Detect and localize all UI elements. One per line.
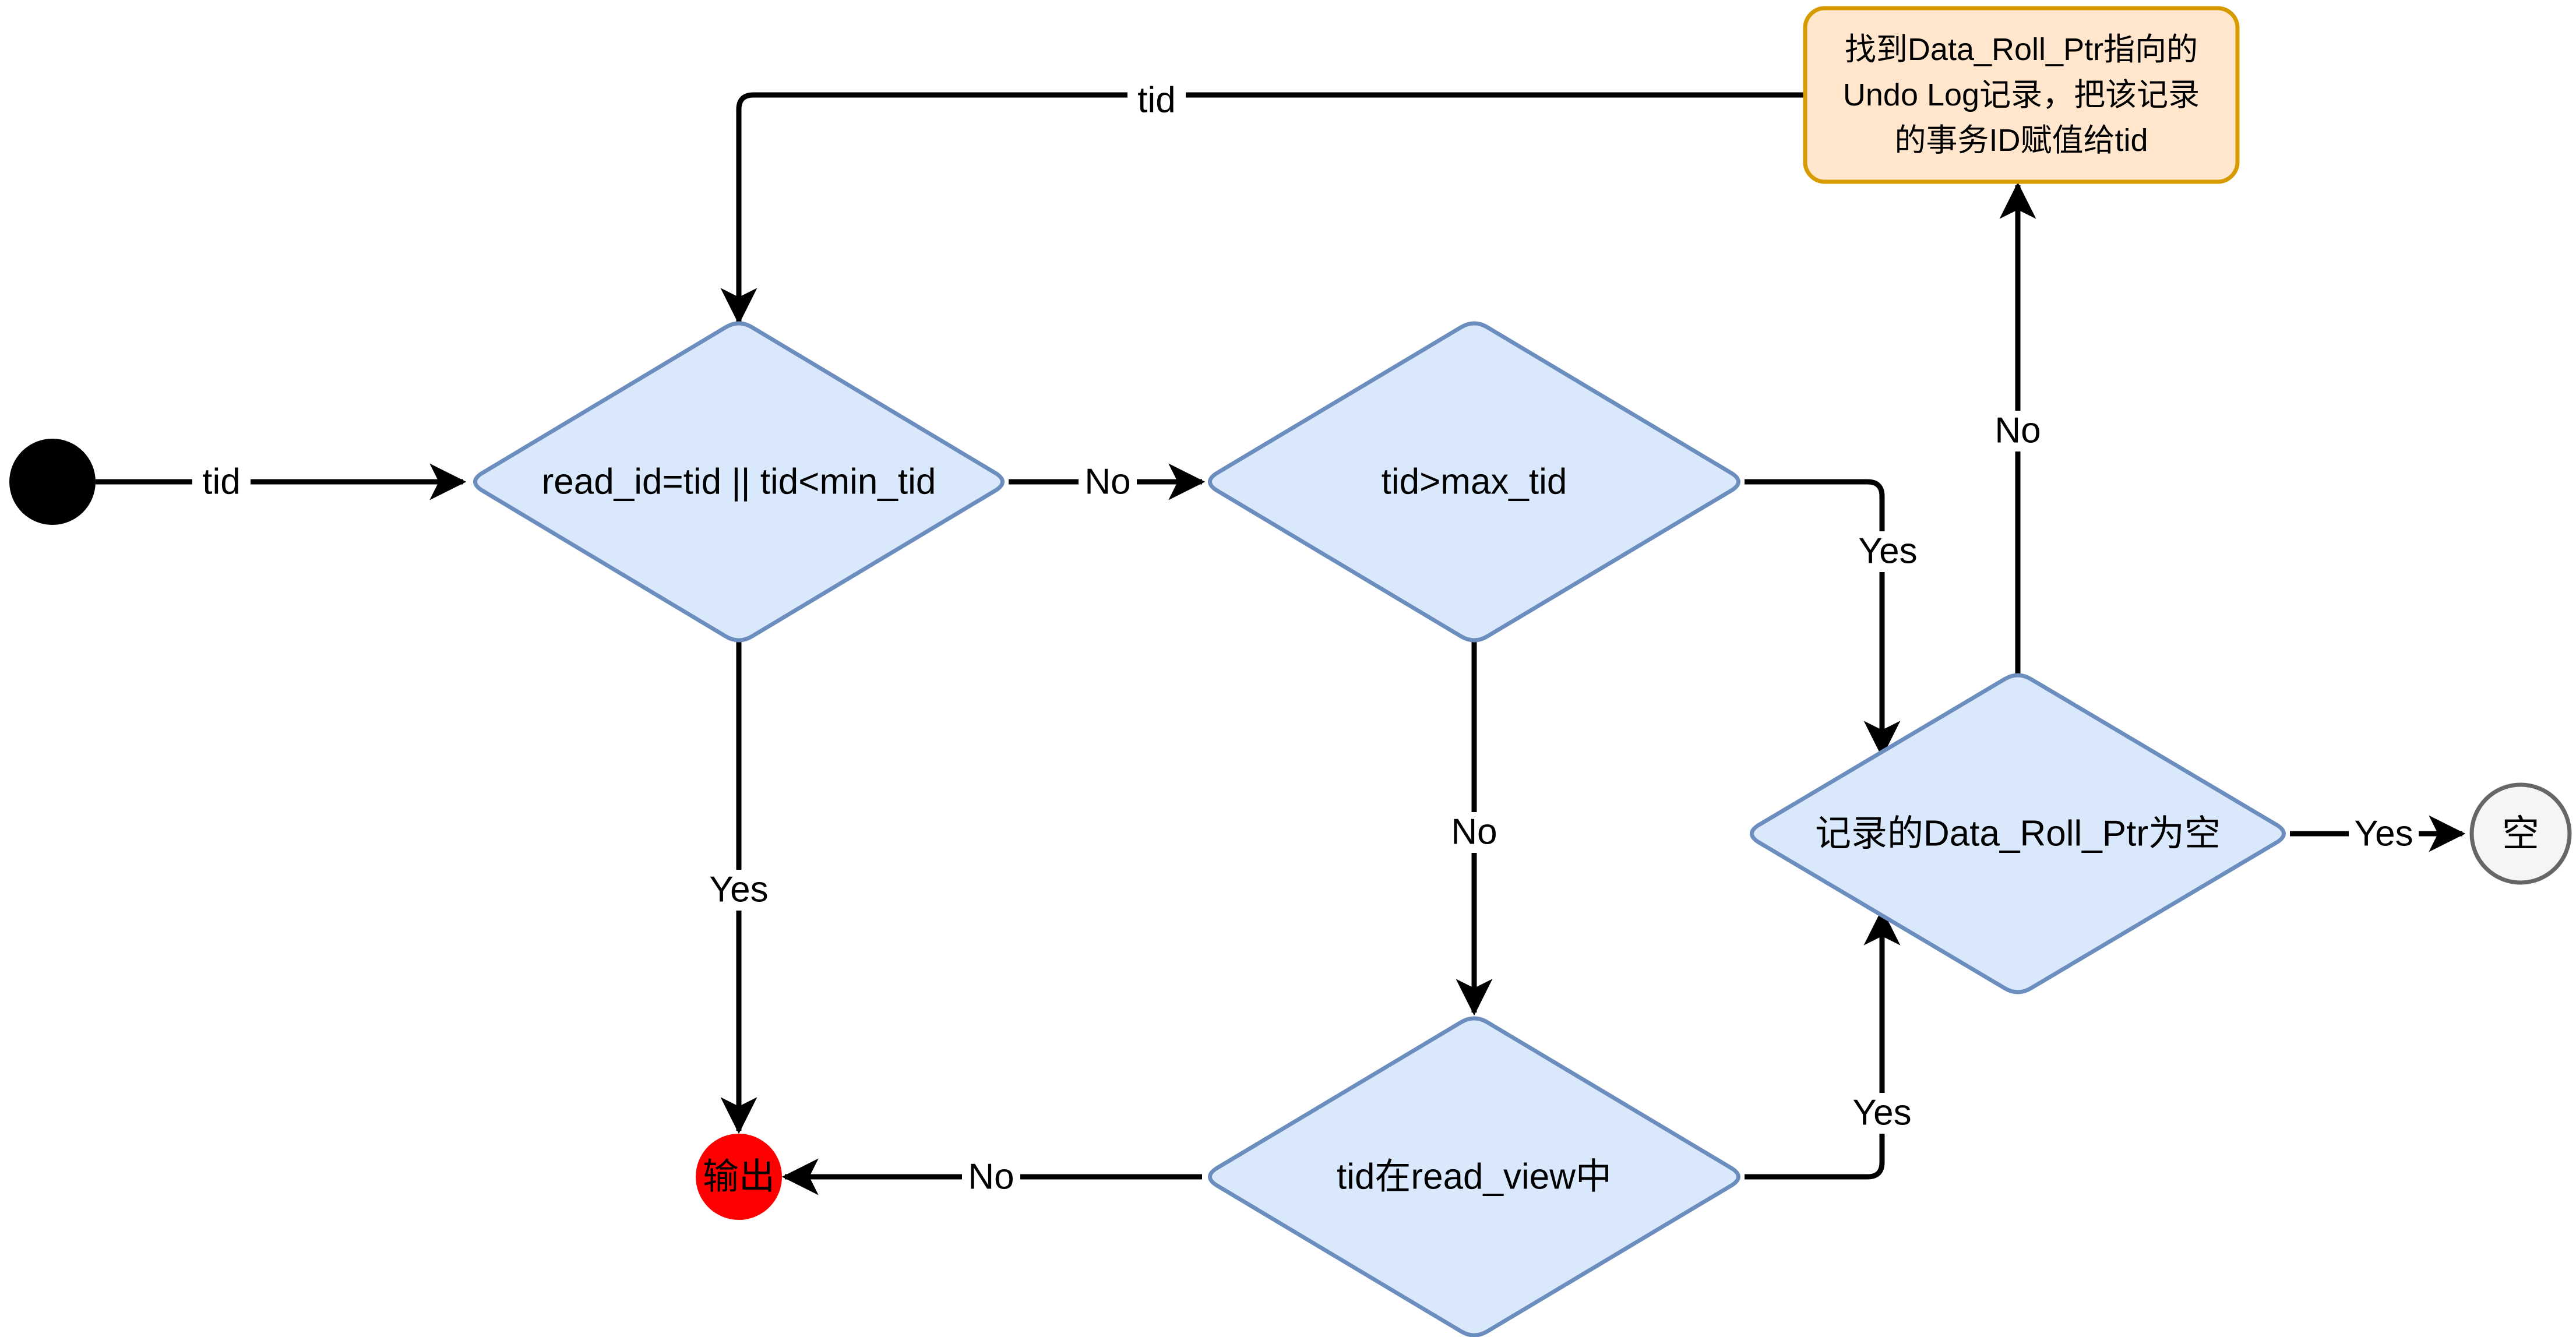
decision-in-view-label: tid在read_view中: [1337, 1157, 1612, 1197]
process-undo-line2: Undo Log记录，把该记录: [1843, 77, 2200, 112]
decision-roll-ptr: [1750, 673, 2286, 994]
decision-read-id: [473, 321, 1005, 643]
decision-in-view: [1208, 1016, 1740, 1337]
edge-label-max-no: No: [1451, 812, 1497, 852]
start-node: [9, 439, 96, 525]
process-undo-line3: 的事务ID赋值给tid: [1894, 123, 2148, 158]
edge-label-read-id-yes: Yes: [709, 870, 768, 910]
edge-label-in-view-yes: Yes: [1852, 1093, 1911, 1133]
edge-label-undo-tid: tid: [1137, 80, 1175, 121]
end-output-label: 输出: [703, 1157, 775, 1197]
edge-undo-to-decision: [720, 92, 1803, 325]
decision-max-label: tid>max_tid: [1382, 462, 1567, 502]
end-output-node: [696, 1134, 782, 1220]
edge-label-in-view-no: No: [968, 1157, 1014, 1197]
end-empty-label: 空: [2502, 813, 2539, 855]
edge-labels: tid No Yes Yes No No Yes No Yes tid: [192, 75, 2419, 1198]
edge-in-view-yes: [1745, 908, 1901, 1180]
edge-label-max-yes: Yes: [1858, 531, 1917, 572]
end-empty-node: [2469, 782, 2572, 885]
edges: [96, 92, 2466, 1195]
edge-label-roll-ptr-no: No: [1994, 411, 2041, 451]
edge-label-roll-ptr-yes: Yes: [2354, 814, 2413, 854]
edge-label-read-id-no: No: [1084, 462, 1130, 502]
decision-max: [1208, 321, 1740, 643]
decision-read-id-label: read_id=tid || tid<min_tid: [542, 462, 936, 502]
process-undo-line1: 找到Data_Roll_Ptr指向的: [1845, 32, 2198, 67]
edge-max-yes: [1745, 479, 1901, 758]
decision-roll-ptr-label: 记录的Data_Roll_Ptr为空: [1815, 814, 2221, 854]
edge-label-start-tid: tid: [202, 462, 240, 502]
process-undo: [1803, 6, 2240, 184]
nodes: read_id=tid || tid<min_tid tid>max_tid t…: [9, 6, 2572, 1337]
